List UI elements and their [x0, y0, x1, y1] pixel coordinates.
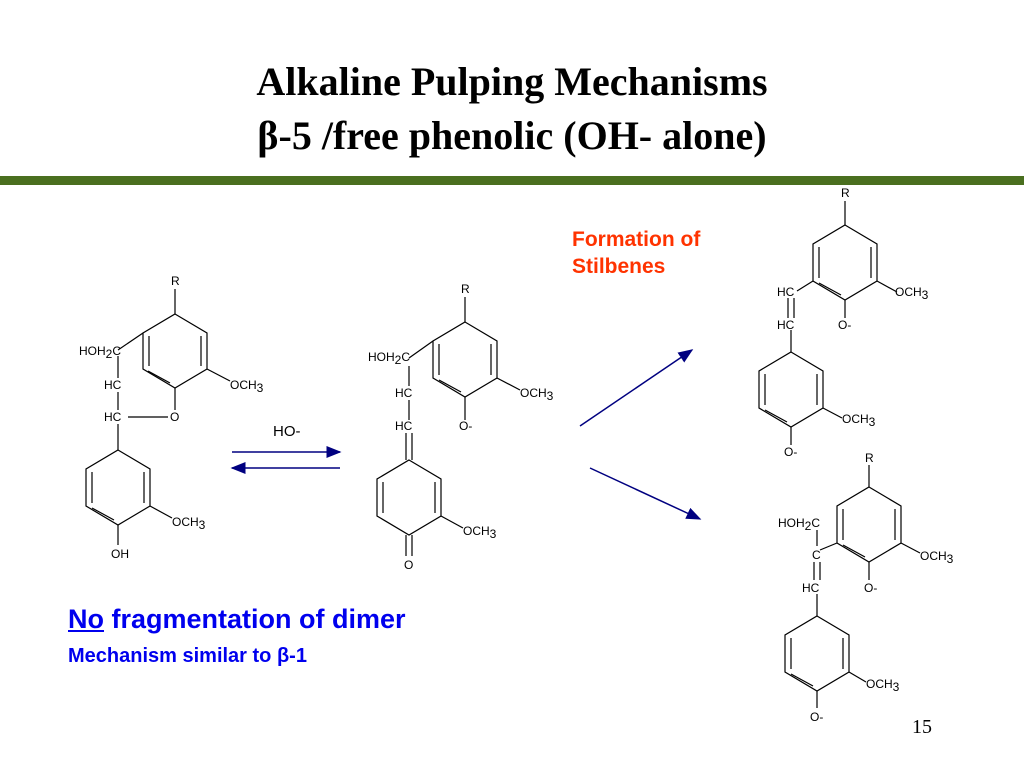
o-label: O	[404, 558, 413, 572]
note-no: No	[68, 604, 104, 634]
r-label: R	[841, 186, 850, 200]
hoh2c-label: HOH2C	[778, 516, 820, 533]
oh-label: OH	[111, 547, 129, 561]
ominus-label: O-	[784, 445, 797, 459]
reagent-label: HO-	[273, 423, 301, 440]
och3-label: OCH3	[172, 515, 206, 532]
ominus-label: O-	[810, 710, 823, 724]
stilbene-label-line2: Stilbenes	[572, 255, 666, 278]
page-number: 15	[912, 716, 932, 738]
hc-label: HC	[104, 410, 122, 424]
och3-label: OCH3	[520, 386, 554, 403]
o-label: O	[170, 410, 179, 424]
hoh2c-label: HOH2C	[79, 344, 121, 361]
hc-label: HC	[777, 285, 795, 299]
stilbene-label: Formation of Stilbenes	[572, 226, 700, 280]
structure-starting-dimer-labels: R HOH2C HC OCH3 HC O OCH3 OH	[79, 274, 264, 561]
r-label: R	[461, 282, 470, 296]
och3-label: OCH3	[230, 378, 264, 395]
och3-label: OCH3	[895, 285, 929, 302]
hc-label: HC	[104, 378, 122, 392]
title-divider	[0, 176, 1024, 185]
structure-stilbene-product	[758, 201, 898, 445]
product-arrows	[579, 349, 702, 520]
structure-enol-product	[784, 465, 921, 708]
c-label: C	[812, 548, 821, 562]
hc-label: HC	[802, 581, 820, 595]
r-label: R	[865, 451, 874, 465]
stilbene-label-line1: Formation of	[572, 228, 701, 251]
structure-starting-dimer	[85, 289, 231, 545]
och3-label: OCH3	[463, 524, 497, 541]
slide-subtitle: β-5 /free phenolic (OH- alone)	[257, 113, 767, 158]
no-fragmentation-note: No fragmentation of dimer	[68, 604, 406, 635]
structure-quinone-methide-labels: R HOH2C HC OCH3 HC O- OCH3 O	[368, 282, 554, 572]
note-rest: fragmentation of dimer	[104, 604, 406, 634]
slide-title: Alkaline Pulping Mechanisms	[256, 59, 768, 104]
ominus-label: O-	[459, 419, 472, 433]
ominus-label: O-	[838, 318, 851, 332]
och3-label: OCH3	[866, 677, 900, 694]
hoh2c-label: HOH2C	[368, 350, 410, 367]
hc-label: HC	[777, 318, 795, 332]
mechanism-note: Mechanism similar to β-1	[68, 645, 307, 667]
hc-label: HC	[395, 386, 413, 400]
och3-label: OCH3	[920, 549, 954, 566]
structure-enol-product-labels: R HOH2C C OCH3 HC O- OCH3 O-	[778, 451, 954, 724]
r-label: R	[171, 274, 180, 288]
structure-stilbene-product-labels: R HC OCH3 HC O- OCH3 O-	[777, 186, 929, 459]
ominus-label: O-	[864, 581, 877, 595]
hc-label: HC	[395, 419, 413, 433]
equilibrium-arrows	[230, 446, 342, 474]
och3-label: OCH3	[842, 412, 876, 429]
structure-quinone-methide	[376, 297, 521, 556]
